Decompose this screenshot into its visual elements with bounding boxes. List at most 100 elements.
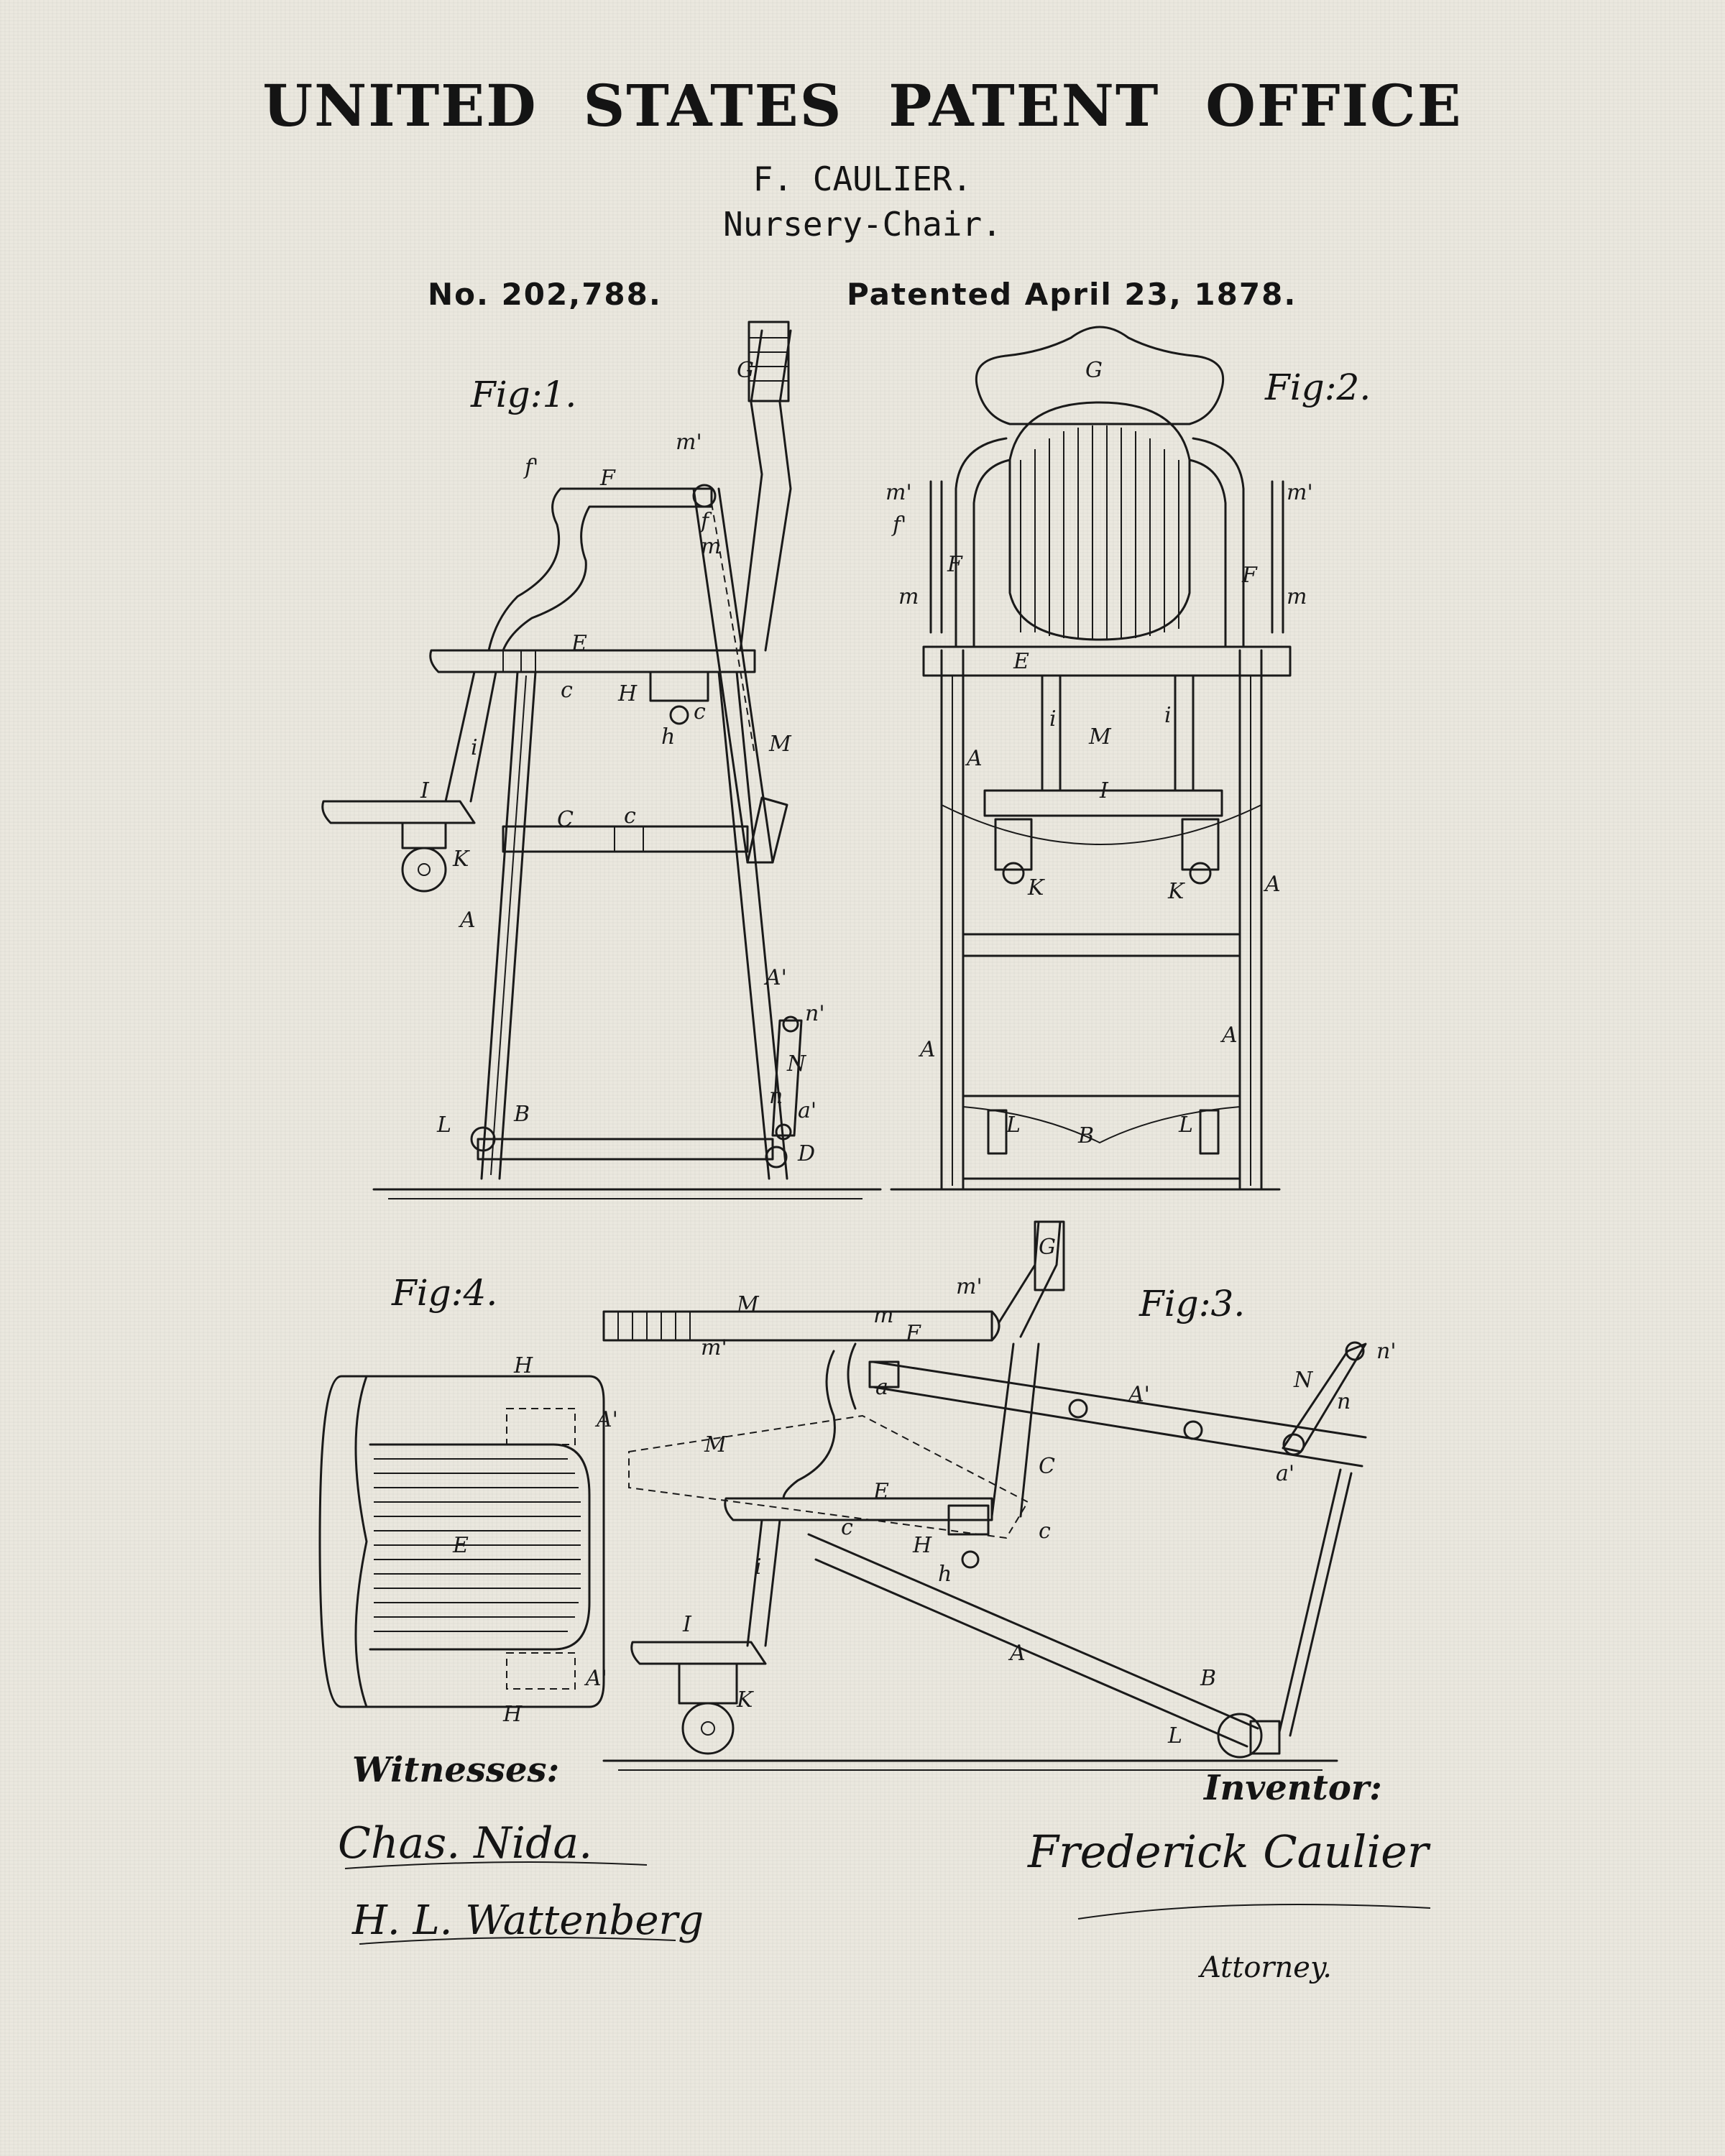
svg-text:E: E [873, 1479, 889, 1504]
svg-text:L: L [1167, 1723, 1182, 1749]
svg-text:c: c [841, 1515, 853, 1540]
witness1-flourish [344, 1861, 648, 1869]
fig2-label: Fig:2. [1265, 367, 1371, 408]
svg-text:B: B [1200, 1666, 1216, 1691]
svg-text:i: i [471, 735, 478, 760]
svg-text:i: i [1049, 706, 1057, 732]
svg-text:A: A [1263, 872, 1281, 897]
svg-text:I: I [420, 778, 430, 803]
svg-text:M: M [704, 1432, 727, 1457]
svg-text:c: c [694, 699, 706, 724]
svg-text:a: a [875, 1375, 888, 1400]
svg-text:n': n' [1376, 1339, 1397, 1364]
svg-text:K: K [452, 847, 470, 872]
svg-text:i: i [755, 1554, 762, 1580]
invention-title: Nursery-Chair. [723, 205, 1002, 244]
svg-text:F: F [905, 1321, 921, 1346]
svg-text:B: B [513, 1102, 530, 1127]
svg-text:m': m' [676, 430, 702, 455]
svg-text:N: N [786, 1051, 807, 1077]
svg-text:E: E [1013, 649, 1029, 674]
svg-text:M: M [768, 732, 792, 757]
svg-text:h: h [661, 724, 675, 750]
svg-text:f': f' [891, 512, 906, 538]
svg-text:i: i [1164, 703, 1172, 728]
svg-text:E: E [452, 1533, 469, 1558]
svg-text:N: N [1293, 1368, 1314, 1393]
svg-text:c: c [1039, 1519, 1051, 1544]
svg-text:h: h [938, 1562, 952, 1587]
svg-text:H: H [513, 1353, 533, 1378]
svg-text:E: E [571, 631, 587, 656]
svg-text:M: M [736, 1292, 760, 1317]
svg-text:A: A [1008, 1641, 1026, 1666]
fig3-label: Fig:3. [1139, 1283, 1246, 1325]
svg-text:K: K [1027, 875, 1045, 900]
svg-text:f': f' [523, 455, 538, 480]
witnesses-label: Witnesses: [352, 1750, 560, 1790]
svg-text:I: I [1099, 778, 1109, 803]
svg-text:m: m [873, 1303, 893, 1328]
fig2-drawing: G m' f' F m m' F m E i M i I A A K K A A… [886, 326, 1313, 1191]
witness2-flourish [359, 1937, 676, 1945]
svg-text:n': n' [805, 1001, 825, 1026]
attorney-label: Attorney. [1200, 1951, 1332, 1984]
svg-text:m': m' [886, 480, 912, 505]
svg-text:c: c [561, 678, 573, 703]
svg-text:G: G [1039, 1235, 1056, 1260]
fig1-label: Fig:1. [471, 374, 577, 415]
svg-text:n: n [769, 1084, 783, 1109]
svg-text:H: H [502, 1702, 523, 1727]
svg-text:n: n [1337, 1389, 1351, 1414]
svg-text:H: H [912, 1533, 932, 1558]
svg-text:m': m' [956, 1274, 983, 1299]
fig1-drawing: G m' f' F f m E c H c h M i I C c K A A'… [321, 321, 882, 1199]
svg-text:K: K [1167, 879, 1185, 904]
fig4-label: Fig:4. [392, 1272, 498, 1314]
svg-text:I: I [682, 1612, 692, 1637]
svg-text:m': m' [1287, 480, 1313, 505]
fig3-drawing: G M m' m F m' a A' N n' n a' M C E c c H… [602, 1220, 1397, 1771]
inventor-name: F. CAULIER. [753, 160, 972, 198]
svg-text:A': A' [763, 965, 787, 990]
svg-text:m: m [701, 534, 721, 559]
svg-text:F: F [1241, 563, 1258, 588]
svg-text:D: D [797, 1141, 815, 1166]
inventor-label: Inventor: [1204, 1768, 1382, 1808]
attorney-flourish [1077, 1904, 1431, 1920]
svg-text:f: f [699, 509, 712, 534]
svg-text:a': a' [1276, 1461, 1294, 1486]
document-title: UNITED STATES PATENT OFFICE [262, 72, 1463, 139]
svg-text:L: L [1178, 1112, 1193, 1138]
svg-text:G: G [1085, 358, 1103, 383]
svg-text:A: A [458, 908, 476, 933]
svg-text:A': A' [1126, 1382, 1150, 1407]
svg-text:m: m [898, 584, 919, 609]
svg-text:A: A [918, 1037, 936, 1062]
fig4-drawing: E H A' A' H [318, 1353, 618, 1727]
svg-text:A': A' [594, 1407, 618, 1432]
svg-text:M: M [1088, 724, 1112, 750]
svg-text:L: L [1006, 1112, 1021, 1138]
svg-text:B: B [1077, 1123, 1094, 1148]
svg-text:C: C [557, 807, 574, 832]
svg-text:G: G [737, 358, 754, 383]
svg-text:a': a' [798, 1098, 816, 1123]
witness-2-signature: H. L. Wattenberg [352, 1897, 704, 1944]
svg-text:A: A [965, 746, 983, 771]
svg-text:A: A [1220, 1023, 1238, 1048]
svg-text:A': A' [584, 1666, 607, 1691]
svg-text:F: F [599, 466, 616, 491]
svg-text:m': m' [701, 1335, 727, 1360]
svg-text:C: C [1039, 1454, 1055, 1479]
witness-1-signature: Chas. Nida. [338, 1818, 593, 1869]
svg-text:m: m [1287, 584, 1307, 609]
svg-text:c: c [624, 803, 636, 829]
patent-date: Patented April 23, 1878. [847, 277, 1297, 312]
svg-text:L: L [436, 1112, 451, 1138]
inventor-signature: Frederick Caulier [1028, 1825, 1429, 1878]
patent-number: No. 202,788. [428, 277, 662, 312]
svg-text:H: H [617, 681, 638, 706]
